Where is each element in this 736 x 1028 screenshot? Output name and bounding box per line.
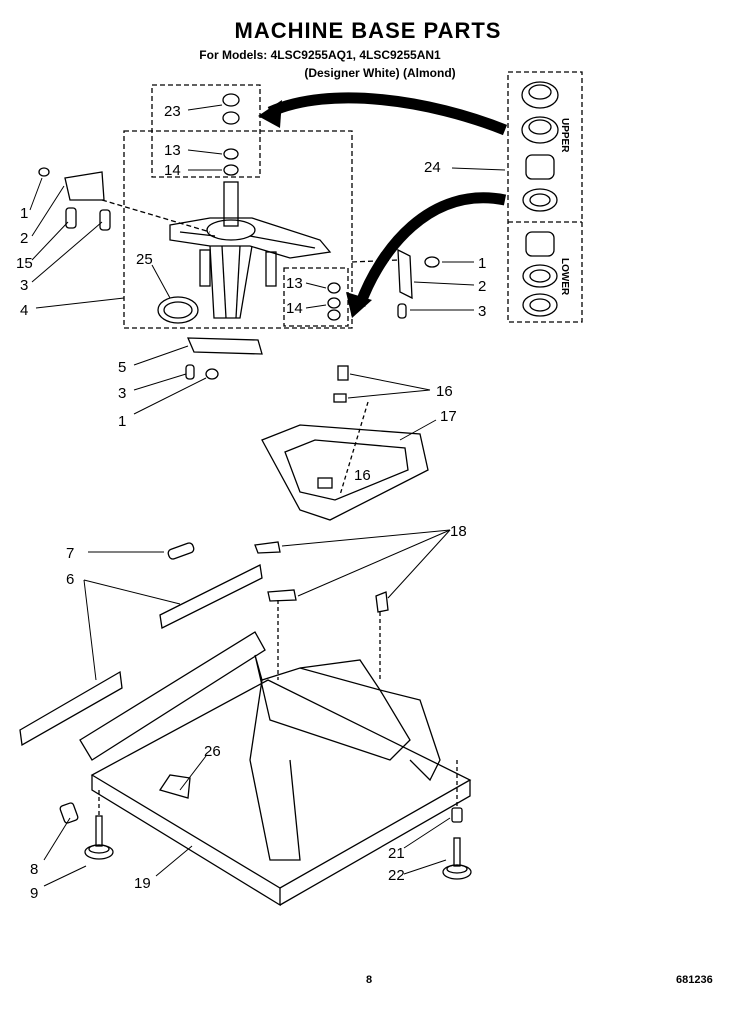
bracket-part-b <box>267 589 297 602</box>
spring-part <box>167 542 195 560</box>
callout-15: 15 <box>16 255 33 272</box>
rail-part-upper <box>159 564 263 629</box>
callout-26: 26 <box>204 743 221 760</box>
callout-13-lower: 13 <box>286 275 303 292</box>
callout-17: 17 <box>440 408 457 425</box>
kit-upper-label: UPPER <box>559 118 570 153</box>
transmission-assembly <box>157 181 332 324</box>
callout-1-right: 1 <box>478 255 486 272</box>
machine-base-frame <box>79 631 472 907</box>
callout-3-mid: 3 <box>118 385 126 402</box>
kit-lower-label: LOWER <box>559 258 570 296</box>
leveling-leg-right <box>98 760 472 880</box>
tub-support-frame <box>261 365 429 521</box>
callout-7: 7 <box>66 545 74 562</box>
callout-14-upper: 14 <box>164 162 181 179</box>
left-clip-parts <box>38 167 211 233</box>
model-colors: (Designer White) (Almond) <box>304 66 456 80</box>
callout-1-left: 1 <box>20 205 28 222</box>
big-arrow-lower <box>354 192 507 307</box>
callout-5: 5 <box>118 359 126 376</box>
callout-16-lower: 16 <box>354 467 371 484</box>
upper-bearing-parts <box>222 93 240 176</box>
callout-21: 21 <box>388 845 405 862</box>
box-bearing-kit <box>507 71 583 323</box>
callout-14-lower: 14 <box>286 300 303 317</box>
callout-3-left: 3 <box>20 277 28 294</box>
lower-bearing-parts <box>327 282 341 321</box>
bracket-part-c <box>375 591 389 613</box>
box-transmission <box>123 130 353 329</box>
callout-25: 25 <box>136 251 153 268</box>
rail-part-lower <box>19 670 123 747</box>
callout-2-right: 2 <box>478 278 486 295</box>
big-arrow-upper <box>267 92 508 136</box>
callout-2-left: 2 <box>20 230 28 247</box>
document-code: 681236 <box>676 974 713 986</box>
bracket-part-a <box>254 541 281 554</box>
callout-23: 23 <box>164 103 181 120</box>
right-clip-parts <box>351 248 440 319</box>
callout-22: 22 <box>388 867 405 884</box>
callout-13-upper: 13 <box>164 142 181 159</box>
callout-18: 18 <box>450 523 467 540</box>
callout-24: 24 <box>424 159 441 176</box>
leveling-leg-left <box>59 802 114 860</box>
transmission-clip <box>187 337 263 355</box>
bearing-kit-parts <box>521 81 559 317</box>
callout-3-right: 3 <box>478 303 486 320</box>
page-title: MACHINE BASE PARTS <box>234 18 502 43</box>
callout-16-upper: 16 <box>436 383 453 400</box>
callout-19: 19 <box>134 875 151 892</box>
callout-8: 8 <box>30 861 38 878</box>
page-number: 8 <box>366 974 373 986</box>
model-numbers: For Models: 4LSC9255AQ1, 4LSC9255AN1 <box>199 48 441 62</box>
callout-4: 4 <box>20 302 28 319</box>
callout-1-mid: 1 <box>118 413 126 430</box>
leader-lines <box>29 104 506 887</box>
callout-6: 6 <box>66 571 74 588</box>
callout-9: 9 <box>30 885 38 902</box>
